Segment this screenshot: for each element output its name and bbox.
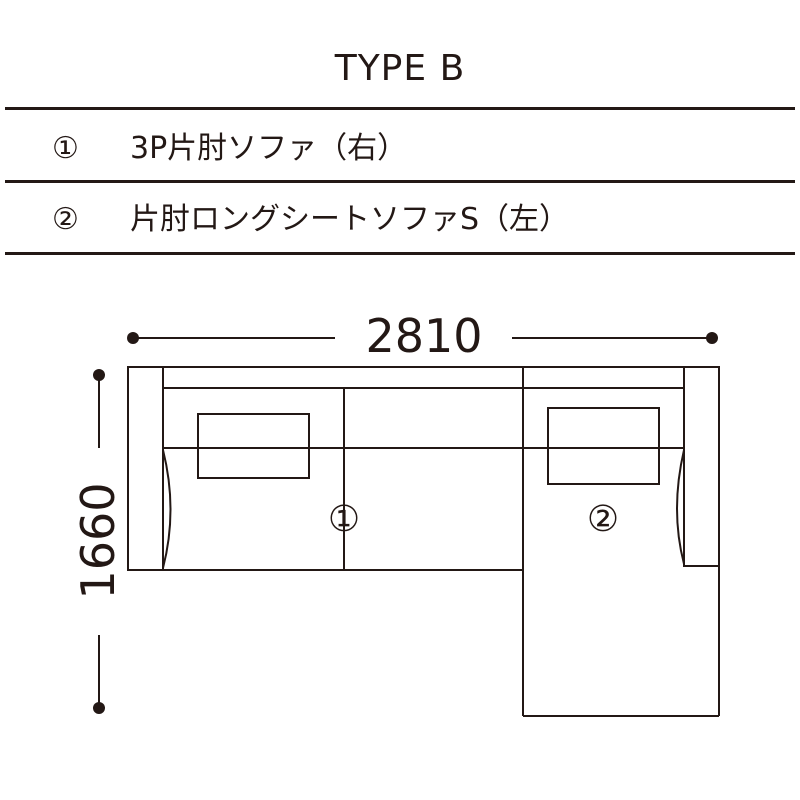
divider-middle	[5, 180, 795, 183]
item-name: 3P片肘ソファ（右）	[130, 131, 408, 166]
item-number: ②	[52, 202, 79, 237]
divider-top	[5, 107, 795, 110]
depth-dimension-label: 1660	[71, 482, 125, 599]
unit-2-marker: ②	[587, 499, 619, 540]
sofa-unit-2	[522, 366, 720, 717]
cushion-pillow	[197, 413, 310, 479]
list-item-1: ① 3P片肘ソファ（右）	[0, 114, 800, 184]
divider-bottom	[5, 252, 795, 255]
list-item-2: ② 片肘ロングシートソファS（左）	[0, 185, 800, 255]
unit-1-marker: ①	[328, 499, 360, 540]
width-dimension-dot-left	[127, 332, 139, 344]
left-armrest-curve	[162, 449, 172, 569]
right-armrest-curve	[676, 449, 685, 565]
cushion-pillow	[547, 407, 660, 485]
right-armrest	[683, 366, 720, 567]
width-dimension-dot-right	[706, 332, 718, 344]
sofa-unit-1	[127, 366, 523, 571]
page-title: TYPE B	[334, 48, 466, 89]
item-name: 片肘ロングシートソファS（左）	[130, 202, 570, 237]
left-armrest	[127, 366, 164, 571]
depth-dimension-dot-top	[93, 369, 105, 381]
item-number: ①	[52, 131, 79, 166]
width-dimension-label: 2810	[365, 309, 482, 363]
depth-dimension-dot-bottom	[93, 702, 105, 714]
